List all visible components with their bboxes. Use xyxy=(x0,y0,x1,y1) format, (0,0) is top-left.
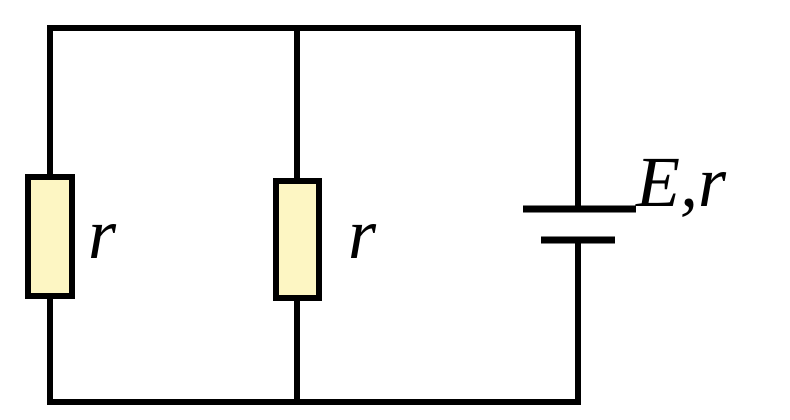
middle-resistor xyxy=(273,178,322,301)
battery-label: E,r xyxy=(635,142,727,222)
middle-resistor-label: r xyxy=(348,194,377,274)
left-resistor-label: r xyxy=(88,194,117,274)
left-resistor xyxy=(25,174,75,299)
